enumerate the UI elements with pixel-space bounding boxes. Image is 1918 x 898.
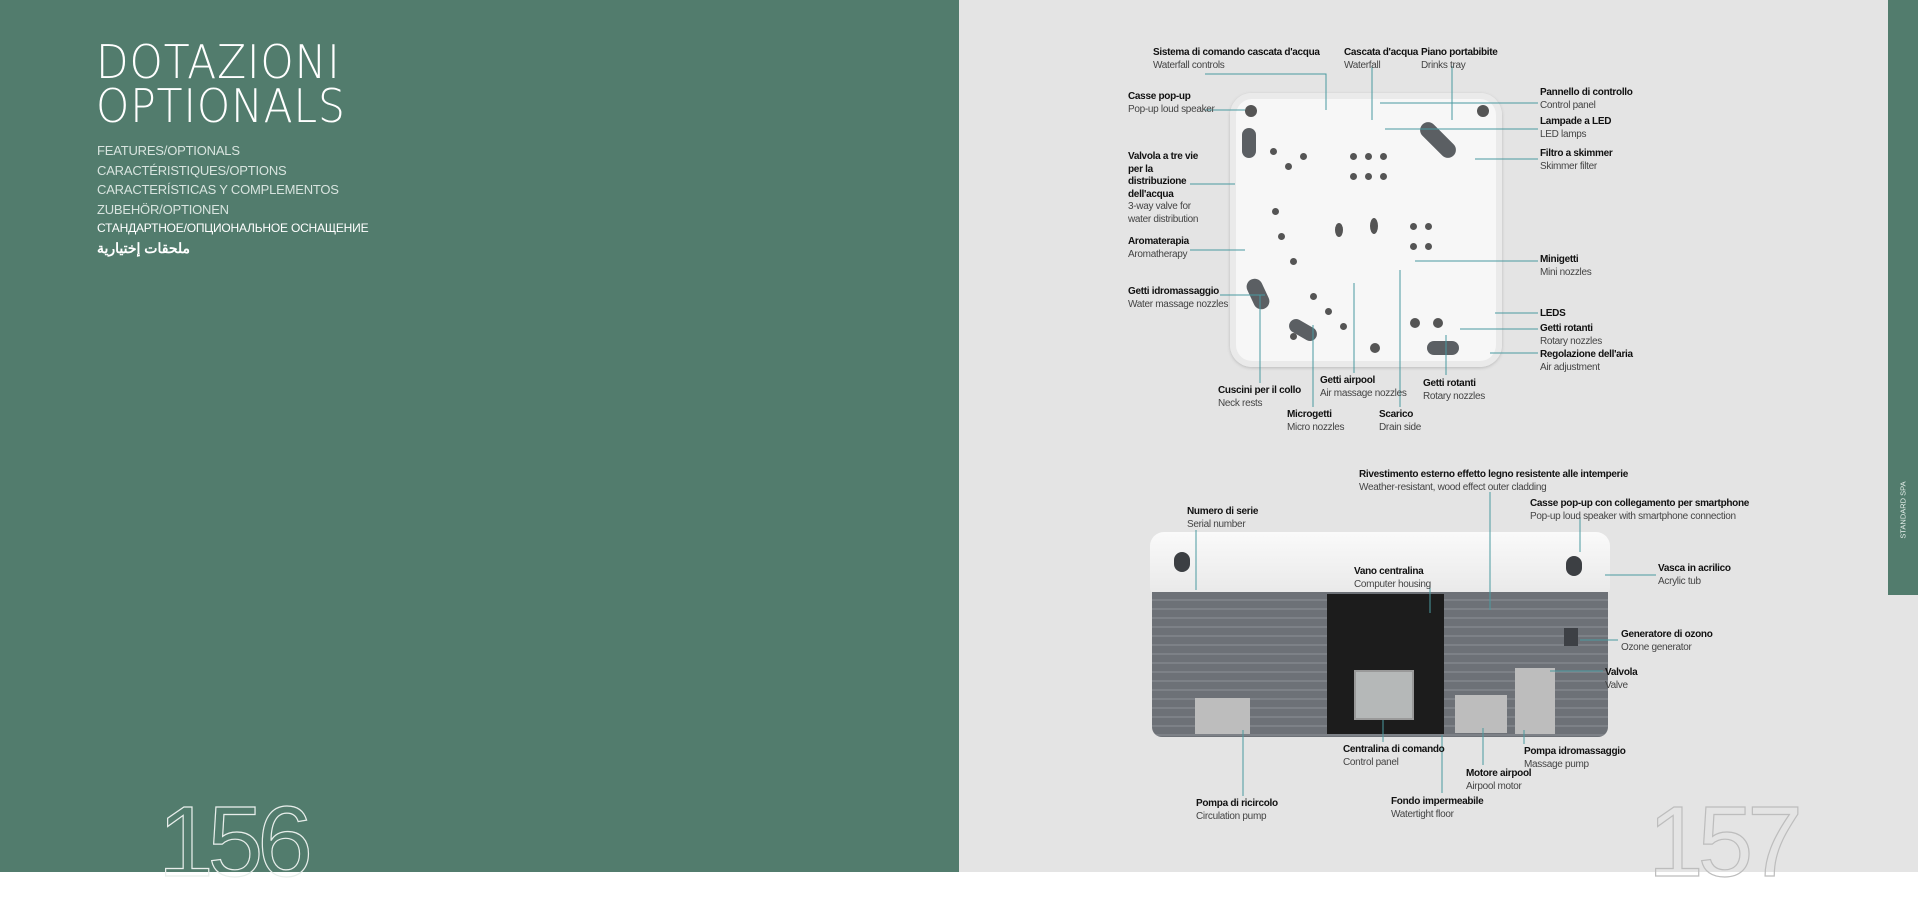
subtitles: FEATURES/OPTIONALS CARACTÉRISTIQUES/OPTI… (97, 141, 369, 259)
spa-side-view-image (1150, 532, 1610, 594)
title-line-1: DOTAZIONI (96, 35, 341, 89)
label-smartphone-speaker: Casse pop-up con collegamento per smartp… (1530, 498, 1750, 522)
airpool-motor-image (1455, 695, 1507, 733)
ozone-generator-image (1564, 628, 1578, 646)
speaker-left (1174, 552, 1190, 572)
title-line-2: OPTIONALS (96, 79, 346, 133)
control-box (1354, 670, 1414, 720)
subtitle-es: CARACTERÍSTICAS Y COMPLEMENTOS (97, 182, 339, 198)
speaker-right (1566, 556, 1582, 576)
side-tab: STANDARD SPA (1888, 0, 1918, 595)
label-3-way-valve: Valvola a tre vie per la distribuzione d… (1128, 151, 1199, 225)
spa-top-view-image (1230, 93, 1502, 367)
subtitle-en: FEATURES/OPTIONALS (97, 143, 240, 158)
subtitle-fr: CARACTÉRISTIQUES/OPTIONS (97, 162, 287, 178)
label-outer-cladding: Rivestimento esterno effetto legno resis… (1359, 469, 1629, 493)
label-leds: LEDS (1540, 308, 1566, 319)
subtitle-ru: СТАНДАРТНОЕ/ОПЦИОНАЛЬНОЕ ОСНАЩЕНИЕ (97, 221, 369, 236)
circulation-pump-image (1195, 698, 1250, 734)
leader-lines (1190, 66, 1656, 796)
massage-pump-image (1515, 668, 1555, 734)
subtitle-ar: ملحقات إختيارية (97, 239, 191, 256)
subtitle-de: ZUBEHÖR/OPTIONEN (97, 201, 229, 217)
